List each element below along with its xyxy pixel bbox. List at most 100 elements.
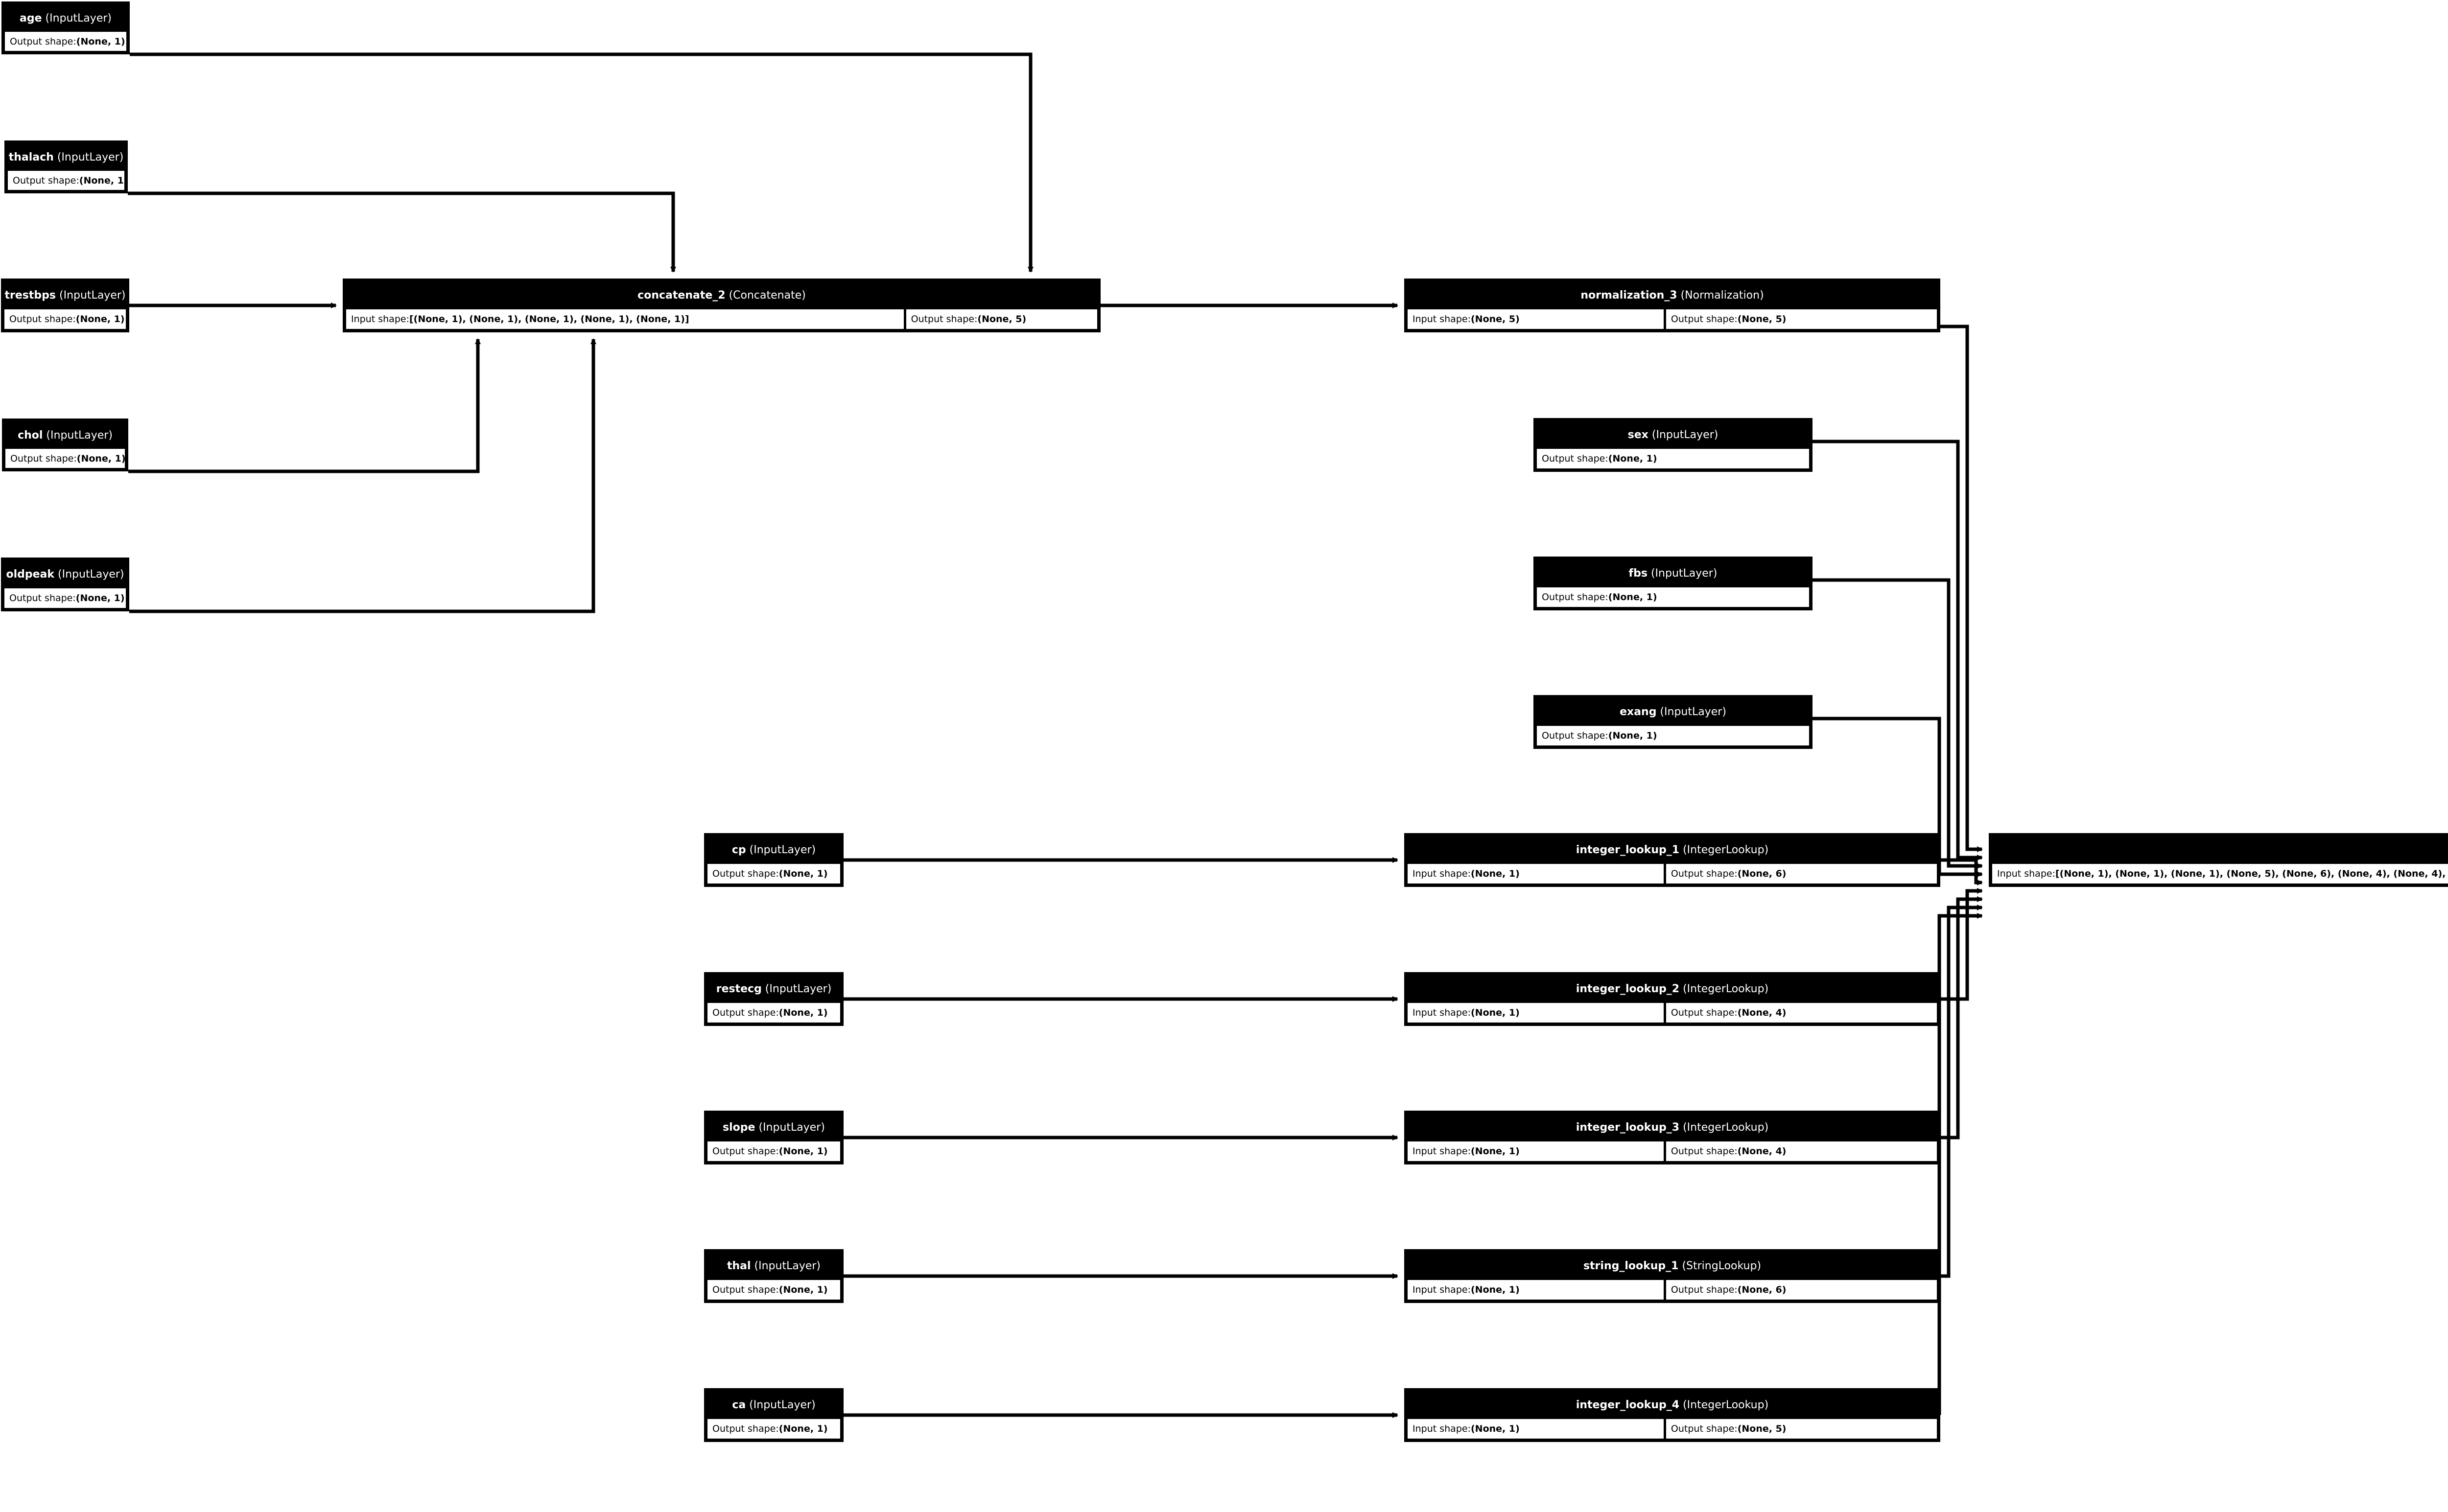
shape-cell-string_lookup_1-0: Input shape: (None, 1)	[1408, 1280, 1664, 1300]
shape-cell-ca-0: Output shape: (None, 1)	[707, 1419, 840, 1439]
layer-type-trestbps: (InputLayer)	[56, 289, 126, 302]
layer-shapes-restecg: Output shape: (None, 1)	[707, 1003, 840, 1023]
layer-node-oldpeak[interactable]: oldpeak (InputLayer)Output shape: (None,…	[1, 558, 129, 611]
shape-cell-normalization_3-1: Output shape: (None, 5)	[1663, 309, 1937, 329]
layer-shapes-exang: Output shape: (None, 1)	[1537, 726, 1809, 745]
shape-cell-integer_lookup_1-0: Input shape: (None, 1)	[1408, 864, 1664, 884]
shape-label-integer_lookup_1-0: Input shape:	[1412, 868, 1471, 879]
layer-title-integer_lookup_4: integer_lookup_4 (IntegerLookup)	[1408, 1392, 1937, 1419]
layer-node-concatenate_3[interactable]: concatenate_3 (Concatenate)Input shape: …	[1989, 833, 2448, 887]
layer-shapes-concatenate_3: Input shape: [(None, 1), (None, 1), (Non…	[1992, 864, 2448, 884]
shape-cell-integer_lookup_2-1: Output shape: (None, 4)	[1663, 1003, 1937, 1023]
layer-node-fbs[interactable]: fbs (InputLayer)Output shape: (None, 1)	[1533, 557, 1812, 610]
layer-name-exang: exang	[1620, 706, 1657, 718]
layer-type-exang: (InputLayer)	[1656, 706, 1726, 718]
layer-node-thal[interactable]: thal (InputLayer)Output shape: (None, 1)	[704, 1249, 844, 1303]
shape-cell-concatenate_3-0: Input shape: [(None, 1), (None, 1), (Non…	[1992, 864, 2448, 884]
shape-value-exang-0: (None, 1)	[1608, 730, 1657, 741]
layer-node-cp[interactable]: cp (InputLayer)Output shape: (None, 1)	[704, 833, 844, 887]
shape-value-concatenate_2-0: [(None, 1), (None, 1), (None, 1), (None,…	[409, 314, 689, 325]
shape-label-thalach-0: Output shape:	[13, 175, 79, 186]
shape-value-fbs-0: (None, 1)	[1608, 592, 1657, 603]
layer-name-thal: thal	[727, 1260, 751, 1272]
layer-node-slope[interactable]: slope (InputLayer)Output shape: (None, 1…	[704, 1111, 844, 1164]
layer-title-thal: thal (InputLayer)	[707, 1253, 840, 1280]
shape-value-cp-0: (None, 1)	[778, 868, 828, 879]
layer-node-sex[interactable]: sex (InputLayer)Output shape: (None, 1)	[1533, 418, 1812, 472]
edge-integer_lookup_4-to-concatenate_3	[1937, 913, 1983, 1417]
shape-label-restecg-0: Output shape:	[712, 1007, 779, 1018]
shape-cell-exang-0: Output shape: (None, 1)	[1537, 726, 1809, 745]
layer-title-oldpeak: oldpeak (InputLayer)	[4, 561, 126, 588]
layer-node-integer_lookup_4[interactable]: integer_lookup_4 (IntegerLookup)Input sh…	[1404, 1388, 1940, 1442]
layer-name-ca: ca	[732, 1399, 746, 1411]
shape-value-integer_lookup_4-0: (None, 1)	[1470, 1423, 1520, 1434]
layer-shapes-age: Output shape: (None, 1)	[5, 32, 126, 51]
layer-title-trestbps: trestbps (InputLayer)	[4, 282, 126, 309]
shape-value-integer_lookup_2-1: (None, 4)	[1737, 1007, 1787, 1018]
shape-value-integer_lookup_1-1: (None, 6)	[1737, 868, 1787, 879]
layer-node-integer_lookup_2[interactable]: integer_lookup_2 (IntegerLookup)Input sh…	[1404, 972, 1940, 1026]
layer-title-slope: slope (InputLayer)	[707, 1114, 840, 1141]
shape-label-trestbps-0: Output shape:	[9, 314, 76, 325]
layer-node-trestbps[interactable]: trestbps (InputLayer)Output shape: (None…	[1, 279, 129, 332]
layer-name-integer_lookup_2: integer_lookup_2	[1576, 983, 1680, 995]
shape-cell-integer_lookup_4-0: Input shape: (None, 1)	[1408, 1419, 1664, 1439]
shape-label-string_lookup_1-1: Output shape:	[1671, 1284, 1738, 1295]
layer-title-fbs: fbs (InputLayer)	[1537, 560, 1809, 587]
layer-name-age: age	[20, 12, 42, 24]
layer-name-oldpeak: oldpeak	[6, 568, 55, 581]
shape-value-sex-0: (None, 1)	[1608, 453, 1657, 464]
shape-label-chol-0: Output shape:	[10, 453, 77, 464]
layer-shapes-integer_lookup_3: Input shape: (None, 1)Output shape: (Non…	[1408, 1141, 1937, 1161]
shape-label-ca-0: Output shape:	[712, 1423, 779, 1434]
layer-type-cp: (InputLayer)	[746, 844, 816, 856]
layer-node-chol[interactable]: chol (InputLayer)Output shape: (None, 1)	[2, 419, 128, 471]
layer-title-concatenate_2: concatenate_2 (Concatenate)	[346, 282, 1097, 309]
edge-integer_lookup_1-to-concatenate_3	[1940, 858, 1983, 885]
layer-type-integer_lookup_3: (IntegerLookup)	[1679, 1121, 1769, 1134]
layer-node-integer_lookup_3[interactable]: integer_lookup_3 (IntegerLookup)Input sh…	[1404, 1111, 1940, 1164]
layer-type-integer_lookup_2: (IntegerLookup)	[1679, 983, 1769, 995]
shape-value-normalization_3-1: (None, 5)	[1737, 314, 1787, 325]
layer-node-age[interactable]: age (InputLayer)Output shape: (None, 1)	[1, 1, 130, 54]
layer-name-fbs: fbs	[1628, 567, 1648, 580]
layer-type-ca: (InputLayer)	[746, 1399, 816, 1411]
layer-shapes-string_lookup_1: Input shape: (None, 1)Output shape: (Non…	[1408, 1280, 1937, 1300]
layer-shapes-ca: Output shape: (None, 1)	[707, 1419, 840, 1439]
layer-type-slope: (InputLayer)	[755, 1121, 825, 1134]
shape-value-trestbps-0: (None, 1)	[75, 314, 125, 325]
layer-title-concatenate_3: concatenate_3 (Concatenate)	[1992, 837, 2448, 864]
layer-title-integer_lookup_2: integer_lookup_2 (IntegerLookup)	[1408, 976, 1937, 1003]
shape-cell-thalach-0: Output shape: (None, 1)	[8, 171, 124, 190]
layer-title-string_lookup_1: string_lookup_1 (StringLookup)	[1408, 1253, 1937, 1280]
shape-value-integer_lookup_3-1: (None, 4)	[1737, 1146, 1787, 1157]
layer-title-integer_lookup_1: integer_lookup_1 (IntegerLookup)	[1408, 837, 1937, 864]
layer-shapes-slope: Output shape: (None, 1)	[707, 1141, 840, 1161]
layer-name-normalization_3: normalization_3	[1580, 289, 1677, 302]
layer-node-concatenate_2[interactable]: concatenate_2 (Concatenate)Input shape: …	[343, 279, 1101, 332]
layer-node-integer_lookup_1[interactable]: integer_lookup_1 (IntegerLookup)Input sh…	[1404, 833, 1940, 887]
layer-type-thal: (InputLayer)	[751, 1260, 821, 1272]
layer-type-fbs: (InputLayer)	[1647, 567, 1718, 580]
shape-cell-integer_lookup_2-0: Input shape: (None, 1)	[1408, 1003, 1664, 1023]
layer-node-restecg[interactable]: restecg (InputLayer)Output shape: (None,…	[704, 972, 844, 1026]
shape-cell-normalization_3-0: Input shape: (None, 5)	[1408, 309, 1664, 329]
edge-fbs-to-concatenate_3	[1812, 578, 1983, 869]
layer-node-thalach[interactable]: thalach (InputLayer)Output shape: (None,…	[4, 140, 128, 193]
layer-node-ca[interactable]: ca (InputLayer) Output shape: (None, 1)	[704, 1388, 844, 1442]
layer-node-exang[interactable]: exang (InputLayer) Output shape: (None, 1…	[1533, 695, 1812, 749]
shape-value-chol-0: (None, 1)	[76, 453, 125, 464]
layer-title-normalization_3: normalization_3 (Normalization)	[1408, 282, 1937, 309]
layer-shapes-thal: Output shape: (None, 1)	[707, 1280, 840, 1300]
layer-name-concatenate_2: concatenate_2	[637, 289, 726, 302]
layer-node-string_lookup_1[interactable]: string_lookup_1 (StringLookup)Input shap…	[1404, 1249, 1940, 1303]
layer-node-normalization_3[interactable]: normalization_3 (Normalization)Input sha…	[1404, 279, 1940, 332]
layer-name-cp: cp	[731, 844, 746, 856]
layer-shapes-trestbps: Output shape: (None, 1)	[4, 309, 126, 329]
shape-value-thal-0: (None, 1)	[778, 1284, 828, 1295]
layer-name-slope: slope	[723, 1121, 755, 1134]
layer-type-chol: (InputLayer)	[43, 429, 113, 442]
shape-value-concatenate_3-0: [(None, 1), (None, 1), (None, 1), (None,…	[2055, 868, 2448, 879]
